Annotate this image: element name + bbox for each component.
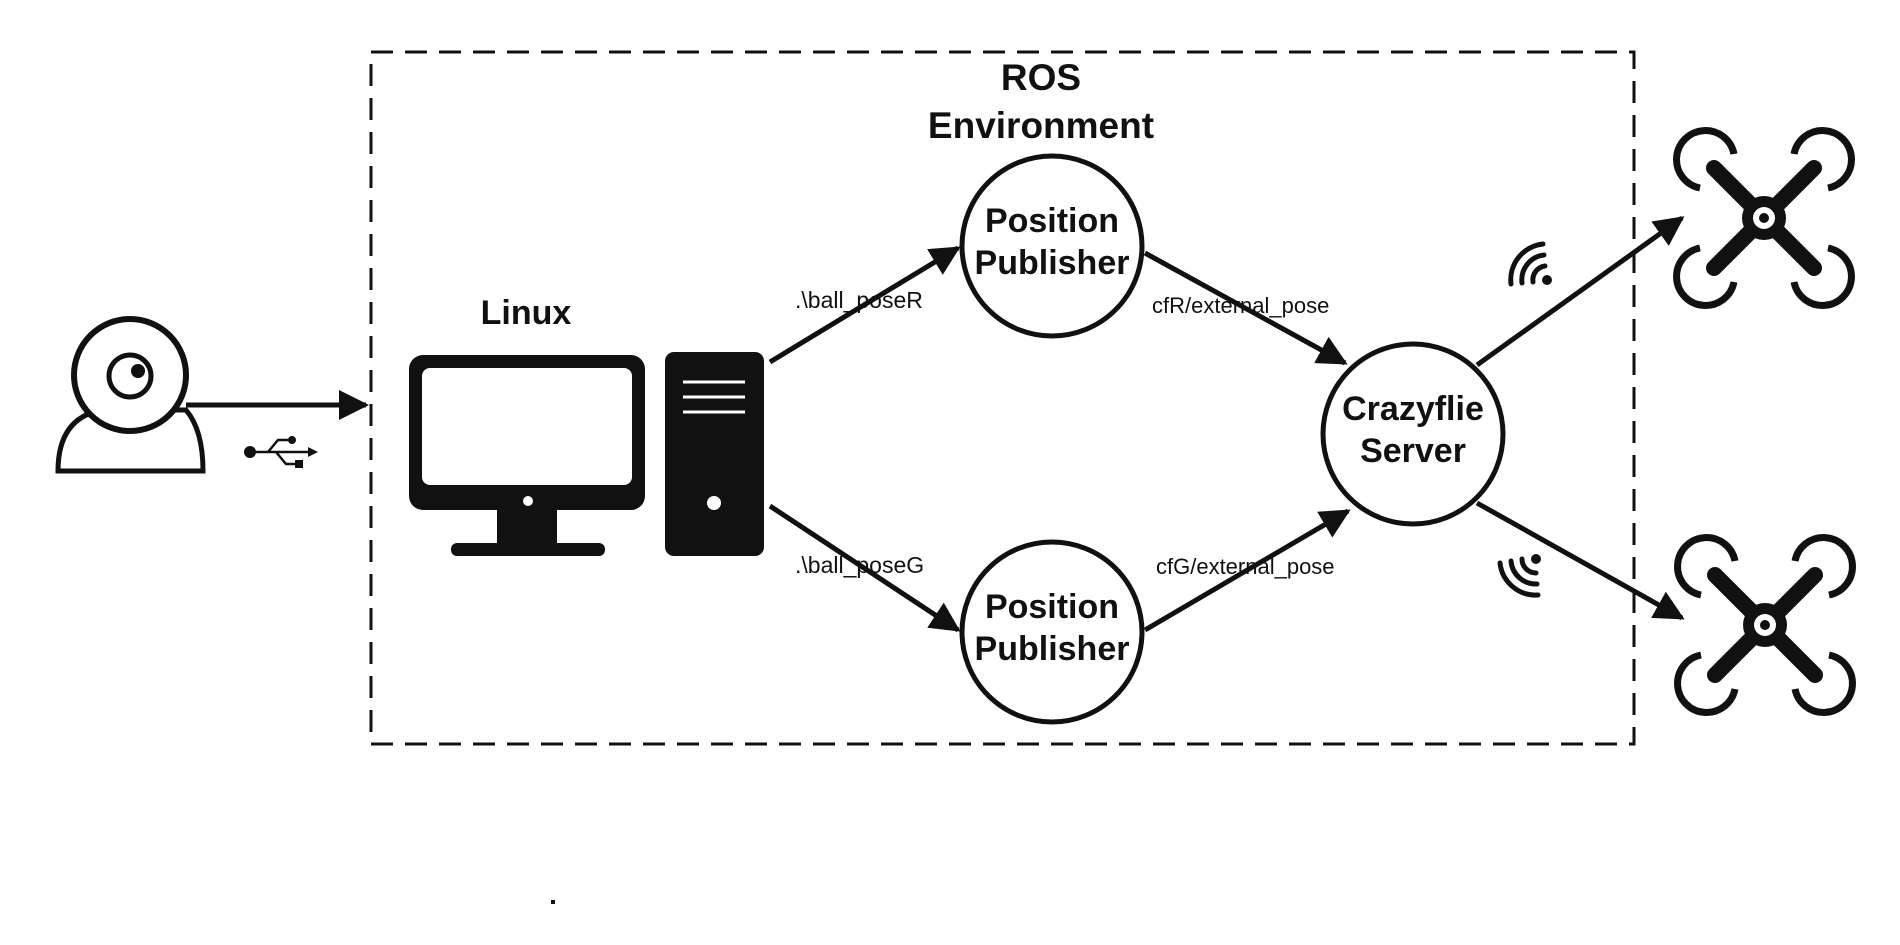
linux-label: Linux — [481, 294, 572, 332]
ball-pose-g-arrow — [768, 503, 961, 633]
crazyflie-server-label-line1: Crazyflie — [1342, 390, 1484, 428]
ros-environment-title-line1: ROS — [1001, 57, 1081, 98]
radio-link-arrow-top — [1475, 215, 1685, 368]
ros-environment-title-line2: Environment — [928, 105, 1154, 146]
cf-r-pose-label: cfR/external_pose — [1152, 293, 1329, 318]
ball-pose-g-label: .\ball_poseG — [795, 552, 924, 578]
position-publisher-g-node: Position Publisher — [959, 539, 1145, 725]
crazyflie-server-node: Crazyflie Server — [1320, 341, 1506, 527]
position-publisher-r-label-line2: Publisher — [975, 244, 1130, 282]
drone-icon — [1673, 127, 1855, 309]
position-publisher-g-label-line2: Publisher — [975, 630, 1130, 668]
cf-g-pose-label: cfG/external_pose — [1156, 554, 1335, 579]
webcam-icon — [55, 316, 206, 474]
drone-icon — [1674, 534, 1856, 716]
cf-g-pose-arrow — [1143, 508, 1351, 633]
wifi-icon — [1508, 241, 1552, 287]
ball-pose-r-label: .\ball_poseR — [795, 287, 923, 313]
cf-r-pose-arrow — [1143, 250, 1348, 366]
wifi-icon — [1497, 554, 1541, 598]
ros-environment-boundary — [369, 50, 1636, 746]
position-publisher-g-label-line1: Position — [985, 588, 1119, 626]
monitor-icon — [409, 355, 645, 556]
pc-tower-icon — [665, 352, 764, 556]
radio-link-arrow-bottom — [1475, 500, 1685, 621]
usb-icon — [244, 436, 318, 468]
position-publisher-r-label-line1: Position — [985, 202, 1119, 240]
position-publisher-r-node: Position Publisher — [959, 153, 1145, 339]
crazyflie-server-label-line2: Server — [1360, 432, 1466, 470]
ball-pose-r-arrow — [768, 245, 961, 365]
stray-dot — [551, 900, 555, 904]
